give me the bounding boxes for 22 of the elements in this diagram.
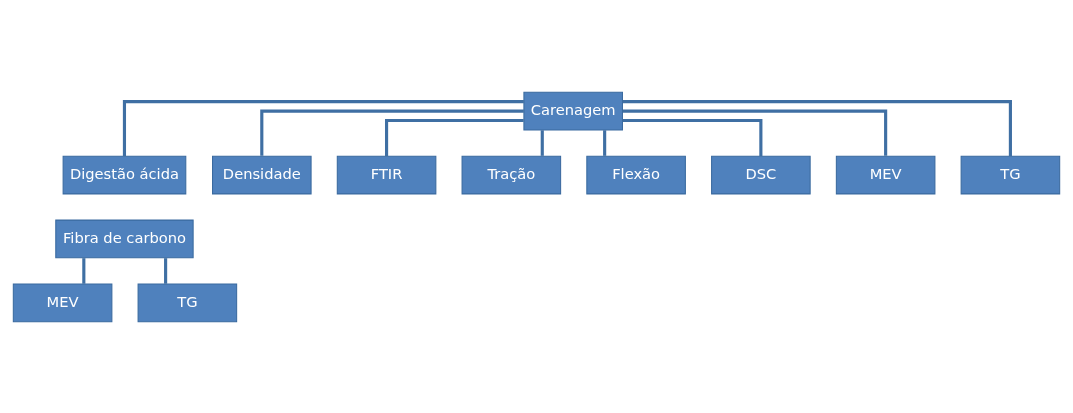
connector: [622, 118, 763, 156]
node-box: Flexão: [586, 155, 686, 194]
node-box: Fibra de carbono: [55, 219, 194, 258]
node-box: TG: [137, 283, 238, 322]
node-box: FTIR: [336, 155, 437, 194]
node-box: Digestão ácida: [62, 155, 187, 194]
connector: [260, 109, 524, 156]
node-box: Densidade: [212, 155, 312, 194]
connector: [385, 118, 524, 156]
node-box: DSC: [711, 155, 811, 194]
connector: [82, 257, 86, 284]
node-box: Tração: [461, 155, 562, 194]
connector: [122, 99, 524, 156]
node-box: MEV: [12, 283, 113, 322]
node-box: MEV: [835, 155, 936, 194]
node-box: Carenagem: [523, 91, 623, 130]
connector: [540, 129, 544, 156]
connector: [622, 109, 888, 156]
connector: [603, 129, 607, 156]
connector: [164, 257, 168, 284]
node-box: TG: [960, 155, 1061, 194]
connector: [622, 99, 1012, 156]
